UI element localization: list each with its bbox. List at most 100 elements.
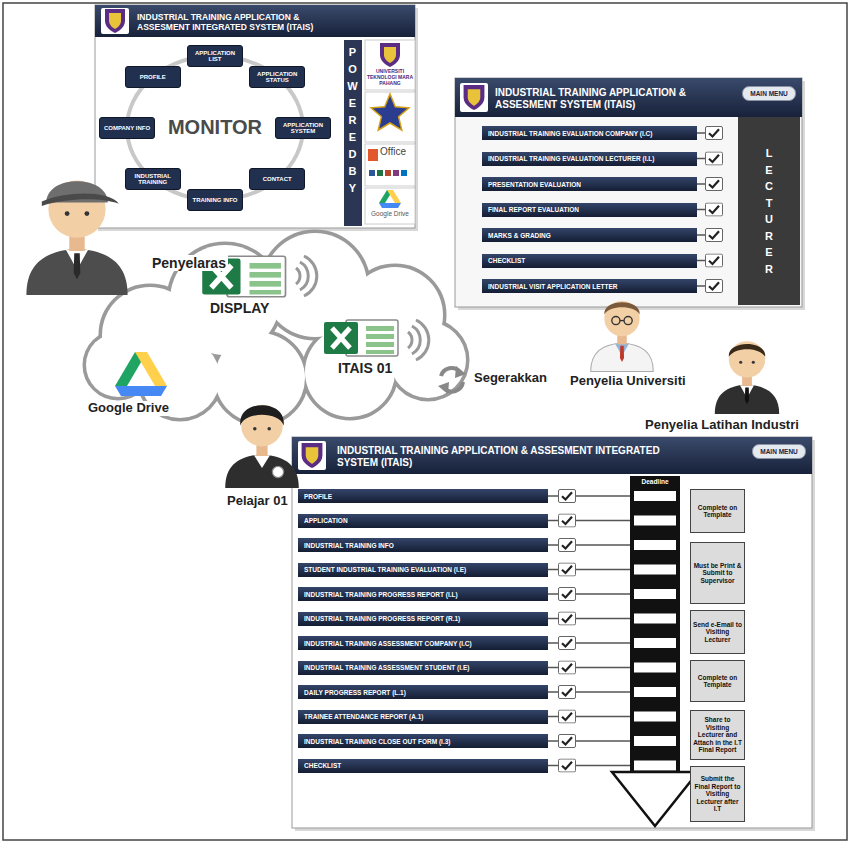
row-connector	[548, 667, 558, 669]
cloud	[86, 233, 466, 423]
center-title: MONITOR	[160, 116, 270, 139]
note-box-text: Must be Print & Submit to Supervisor	[693, 562, 742, 584]
row-connector	[697, 183, 705, 185]
student-icon	[240, 405, 284, 425]
checkbox	[559, 735, 576, 748]
supervisor-icon	[715, 341, 779, 414]
menu-row: PRESENTATION EVALUATION	[482, 177, 697, 191]
row-connector	[576, 667, 630, 669]
menu-box: APPLICATION LIST	[187, 45, 243, 67]
row-connector	[548, 495, 558, 497]
file-label: ITAIS 01	[336, 360, 394, 376]
student-screen	[612, 772, 698, 826]
checkbox	[559, 686, 576, 699]
student-screen	[292, 437, 812, 828]
checkbox	[559, 563, 576, 576]
signal-arcs	[408, 332, 412, 348]
menu-box: APPLICATION SYSTEM	[275, 117, 331, 139]
supervisor-icon	[739, 361, 742, 364]
menu-box-text: APPLICATION LIST	[190, 50, 240, 63]
student-icon	[267, 427, 271, 431]
screen-panel-text: INDUSTRIAL TRAINING APPLICATION & ASSESM…	[137, 7, 342, 39]
monitor-screen	[365, 40, 415, 90]
menu-row: PROFILE	[298, 489, 548, 503]
coordinator-icon	[26, 181, 127, 295]
screen-panel-text: INDUSTRIAL TRAINING APPLICATION & ASSESM…	[495, 80, 735, 117]
sync-icon	[438, 366, 466, 394]
signal-arcs	[304, 256, 317, 296]
menu-row-text: INDUSTRIAL TRAINING PROGRESS REPORT (R.1…	[304, 615, 460, 622]
checkbox	[559, 514, 576, 527]
note-box: Submit the Final Report to Visiting Lect…	[690, 766, 745, 822]
student-screen	[634, 491, 676, 501]
row-connector	[576, 520, 630, 522]
monitor-screen	[369, 170, 375, 176]
checkbox	[706, 254, 723, 267]
menu-row: INDUSTRIAL TRAINING PROGRESS REPORT (I.L…	[298, 587, 548, 601]
checkbox	[559, 588, 576, 601]
lecturer-icon	[591, 343, 654, 372]
role-band-text: LECTURER	[764, 145, 775, 277]
lecturer-icon	[624, 317, 632, 325]
menu-row-text: INDUSTRIAL TRAINING ASSESSMENT STUDENT (…	[304, 664, 469, 671]
cloud	[86, 233, 466, 423]
lecturer-screen	[455, 78, 805, 310]
menu-row: STUDENT INDUSTRIAL TRAINING EVALUATION (…	[298, 563, 548, 577]
student-screen	[634, 638, 676, 648]
row-connector	[697, 132, 705, 134]
menu-row-text: MARKS & GRADING	[488, 232, 551, 239]
checkbox	[559, 637, 576, 650]
monitor-screen	[365, 92, 415, 142]
monitor-screen	[380, 43, 400, 67]
row-connector	[697, 285, 705, 287]
row-connector	[576, 740, 630, 742]
coordinator-icon	[42, 194, 119, 206]
menu-row: CHECKLIST	[482, 254, 697, 268]
student-screen	[634, 663, 676, 673]
monitor-screen	[377, 170, 383, 176]
supervisor-icon	[729, 344, 765, 357]
menu-box-text: PROFILE	[140, 74, 166, 80]
checkbox	[706, 280, 723, 293]
menu-button: MAIN MENU	[752, 444, 806, 459]
supervisor-icon	[745, 387, 749, 404]
row-connector	[548, 691, 558, 693]
lecturer-screen	[460, 83, 488, 112]
student-screen	[634, 712, 676, 722]
row-connector	[697, 234, 705, 236]
signal-arcs	[296, 256, 429, 360]
monitor-screen	[95, 5, 415, 228]
monitor-screen	[385, 170, 391, 176]
menu-row-text: CHECKLIST	[304, 762, 341, 769]
checkbox	[559, 759, 576, 772]
screen-panel: INDUSTRIAL TRAINING APPLICATION & ASSESM…	[292, 437, 812, 828]
checkbox	[706, 152, 723, 165]
menu-button-text: MAIN MENU	[750, 90, 788, 97]
menu-box: APPLICATION STATUS	[249, 66, 305, 88]
monitor-screen	[387, 190, 401, 203]
menu-row: INDUSTRIAL TRAINING EVALUATION COMPANY (…	[482, 126, 697, 140]
note-box: Complete on Template	[690, 489, 745, 533]
vertical-caption: POWERED BY	[347, 44, 358, 197]
row-connector	[576, 642, 630, 644]
screen-panel-text: INDUSTRIAL TRAINING APPLICATION & ASSESM…	[337, 439, 697, 474]
signal-arcs	[416, 320, 429, 360]
menu-row-text: INDUSTRIAL VISIT APPLICATION LETTER	[488, 283, 618, 290]
row-connector	[576, 593, 630, 595]
menu-row-text: PRESENTATION EVALUATION	[488, 181, 581, 188]
lecturer-screen	[455, 78, 802, 307]
row-connector	[576, 765, 630, 767]
menu-box: INDUSTRIAL TRAINING	[125, 168, 181, 190]
note-box: Must be Print & Submit to Supervisor	[690, 542, 745, 604]
menu-box: PROFILE	[125, 66, 181, 88]
checkbox	[706, 178, 723, 191]
monitor-screen	[393, 170, 399, 176]
menu-row: MARKS & GRADING	[482, 228, 697, 242]
student-icon	[253, 427, 257, 431]
row-connector	[548, 716, 558, 718]
student-screen	[634, 761, 676, 771]
menu-row: FINAL REPORT EVALUATION	[482, 203, 697, 217]
role-label: Penyelaras	[150, 255, 228, 271]
supervisor-icon	[752, 361, 755, 364]
monitor-screen	[95, 5, 418, 231]
